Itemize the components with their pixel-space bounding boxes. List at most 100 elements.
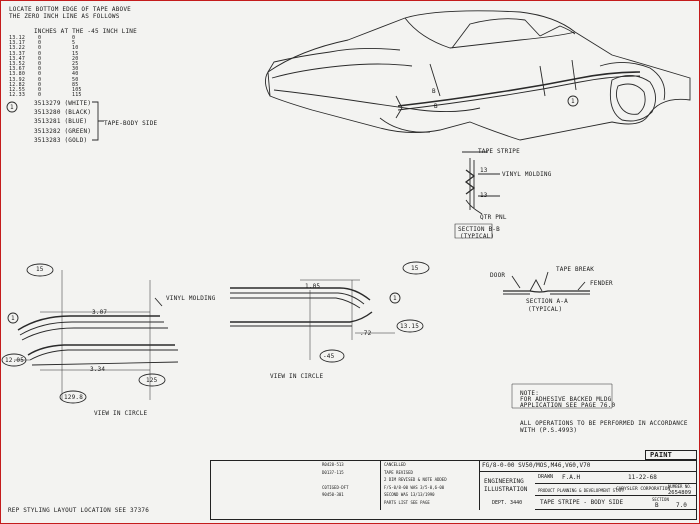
locate-cell: 10 [72, 45, 79, 52]
part-row: 3513282 (GREEN) [34, 128, 92, 135]
locate-table-header: INCHES AT THE -45 INCH LINE [34, 28, 137, 35]
bb-dim-b: 13 [480, 192, 488, 199]
locate-cell: 115 [72, 92, 82, 99]
dept-number: DEPT. 3440 [492, 500, 523, 506]
locate-cell: 13.37 [9, 50, 26, 57]
note-line: FOR ADHESIVE BACKED MLDG [520, 396, 612, 403]
locate-cell: 0 [38, 45, 42, 52]
view-y-callout: 1 [393, 295, 397, 302]
locate-cell: 0 [38, 92, 42, 99]
aa-title: SECTION A-A [526, 298, 568, 305]
drawn-label: DRAWN [538, 474, 554, 480]
locate-cell: 0 [38, 76, 42, 83]
footer-note: REP STYLING LAYOUT LOCATION SEE 37376 [8, 507, 150, 514]
car-callout: 1 [571, 98, 575, 105]
car-label-b-bottom: B [434, 103, 438, 110]
sheet-title: TAPE STRIPE - BODY SIDE [540, 499, 624, 506]
locate-cell: 40 [72, 71, 79, 78]
drawing-number: 2654809 [668, 490, 692, 496]
dept-name: ENGINEERING ILLUSTRATION [484, 478, 528, 493]
models-row [480, 460, 697, 472]
locate-cell: 0 [38, 40, 42, 47]
part-row: 3513280 (BLACK) [34, 109, 92, 116]
view-i-title: VIEW IN CIRCLE [94, 410, 148, 417]
drawing-date: 11-22-68 [628, 474, 657, 481]
locate-cell: 0 [38, 50, 42, 57]
aa-subtitle: (TYPICAL) [528, 306, 563, 313]
locate-cell: 13.52 [9, 61, 26, 67]
locate-cell: 20 [72, 55, 79, 62]
locate-cell: 13.92 [9, 76, 26, 83]
view-y-dim-15: 15 [411, 265, 419, 272]
revision-description: F/S-0/8-00 WAS 3/5-0,6-00 [384, 484, 445, 490]
section-label: SECTION [652, 497, 669, 502]
view-y-diagram [230, 261, 430, 363]
view-i-dim-1298: 129.8 [64, 394, 84, 401]
part-row: 3513283 (GOLD) [34, 137, 88, 144]
page-value: 7.0 [676, 502, 687, 509]
aa-door: DOOR [490, 272, 506, 279]
bb-dim-a: 13 [480, 167, 488, 174]
locate-cell: 50 [72, 76, 79, 83]
car-illustration [265, 10, 691, 141]
part-row: 3513281 (BLUE) [34, 118, 88, 125]
planning-staff: PRODUCT PLANNING & DEVELOPMENT STAFF [538, 488, 625, 493]
revision-code: R0428-513 [322, 462, 344, 467]
parts-callout-circle [6, 101, 18, 113]
revision-description: PARTS LIST SEE PAGE [384, 499, 430, 505]
revision-column [380, 460, 480, 510]
locate-cell: 105 [72, 87, 82, 93]
view-y-dim-1315: 13.15 [400, 323, 420, 330]
revision-description: SECOND WAS 13/13/1990 [384, 492, 435, 497]
bb-title: SECTION B-B [458, 226, 500, 233]
locate-cell: 13.47 [9, 55, 26, 62]
locate-cell: 85 [72, 81, 79, 88]
bb-tape-stripe: TAPE STRIPE [478, 148, 520, 155]
company-name: CHRYSLER CORPORATION [616, 487, 671, 492]
bb-qtr-pnl: QTR PNL [480, 214, 507, 221]
locate-cell: 0 [38, 55, 42, 62]
locate-cell: 13.80 [9, 71, 26, 78]
title-block-frame [210, 460, 697, 520]
locate-cell: 0 [38, 87, 42, 93]
revision-description: CANCELLED [384, 462, 406, 467]
models-text: FG/8-0-00 SV50/MOS,M46,V60,V70 [482, 462, 591, 469]
section-bb-diagram [454, 151, 500, 239]
revision-code: D0137-115 [322, 469, 344, 475]
paint-label: PAINT [650, 451, 673, 459]
locate-cell: 25 [72, 61, 79, 67]
locate-cell: 13.22 [9, 45, 26, 52]
bb-vinyl-molding: VINYL MOLDING [502, 171, 552, 178]
locate-cell: 0 [38, 71, 42, 78]
title-row [535, 496, 697, 510]
note-line: APPLICATION SEE PAGE 76.0 [520, 402, 616, 409]
locate-cell: 13.17 [9, 40, 26, 47]
view-y-dim-105: 1.05 [305, 283, 321, 290]
aa-fender: FENDER [590, 280, 613, 287]
locate-cell: 30 [72, 66, 79, 73]
locate-cell: 0 [38, 81, 42, 88]
locate-cell: 13.67 [9, 66, 26, 73]
parts-bracket [92, 101, 104, 141]
view-y-title: VIEW IN CIRCLE [270, 373, 324, 380]
locate-cell: 15 [72, 50, 79, 57]
revision-code: C0TIGED-DFT [322, 484, 349, 490]
locate-cell: 12.33 [9, 92, 26, 99]
note-line: WITH (P.S.4993) [520, 427, 578, 434]
view-i-dim-334: 3.34 [90, 366, 106, 373]
car-label-b-top: B [432, 88, 436, 95]
locate-cell: 5 [72, 40, 76, 47]
view-i-dim-125: 125 [146, 377, 158, 384]
locate-cell: 12.55 [9, 87, 26, 93]
section-value: B [655, 502, 659, 509]
locate-cell: 0 [38, 66, 42, 73]
revision-description: TAPE REVISED [384, 469, 413, 475]
revision-description: 2 DIM REVISED & NOTE ADDED [384, 477, 447, 482]
company-row [535, 484, 697, 496]
section-aa-diagram [503, 271, 590, 295]
bb-subtitle: (TYPICAL) [460, 233, 495, 240]
view-i-diagram [1, 263, 179, 404]
